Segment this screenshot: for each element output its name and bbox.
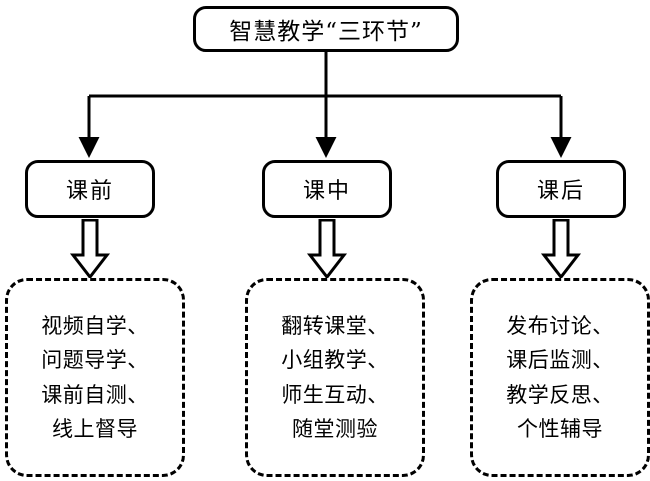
node-title-label: 智慧教学“三环节” bbox=[229, 19, 423, 45]
detail-line: 发布讨论、 bbox=[506, 314, 614, 339]
block-arrow-stage-1 bbox=[69, 219, 111, 280]
node-stage-during-class: 课中 bbox=[262, 160, 392, 218]
node-stage-label: 课后 bbox=[536, 179, 585, 204]
node-stage-after-class: 课后 bbox=[496, 160, 626, 218]
node-stage-label: 课前 bbox=[65, 179, 114, 204]
detail-line: 小组教学、 bbox=[281, 348, 389, 373]
node-detail-before-class: 视频自学、 问题导学、 课前自测、 线上督导 bbox=[5, 278, 185, 477]
block-arrow-stage-2 bbox=[306, 219, 348, 280]
detail-line: 个性辅导 bbox=[517, 416, 603, 441]
detail-line: 问题导学、 bbox=[41, 348, 149, 373]
detail-line: 教学反思、 bbox=[506, 382, 614, 407]
detail-line: 课后监测、 bbox=[506, 348, 614, 373]
detail-line: 线上督导 bbox=[52, 416, 138, 441]
block-arrow-stage-3 bbox=[540, 219, 582, 280]
detail-line: 课前自测、 bbox=[41, 382, 149, 407]
node-detail-after-class: 发布讨论、 课后监测、 教学反思、 个性辅导 bbox=[470, 278, 650, 477]
detail-line: 翻转课堂、 bbox=[281, 314, 389, 339]
detail-line: 视频自学、 bbox=[41, 314, 149, 339]
node-stage-label: 课中 bbox=[302, 179, 351, 204]
node-title: 智慧教学“三环节” bbox=[193, 6, 459, 52]
node-detail-during-class: 翻转课堂、 小组教学、 师生互动、 随堂测验 bbox=[245, 278, 425, 477]
node-stage-before-class: 课前 bbox=[25, 160, 155, 218]
detail-line: 师生互动、 bbox=[281, 382, 389, 407]
detail-line: 随堂测验 bbox=[292, 416, 378, 441]
